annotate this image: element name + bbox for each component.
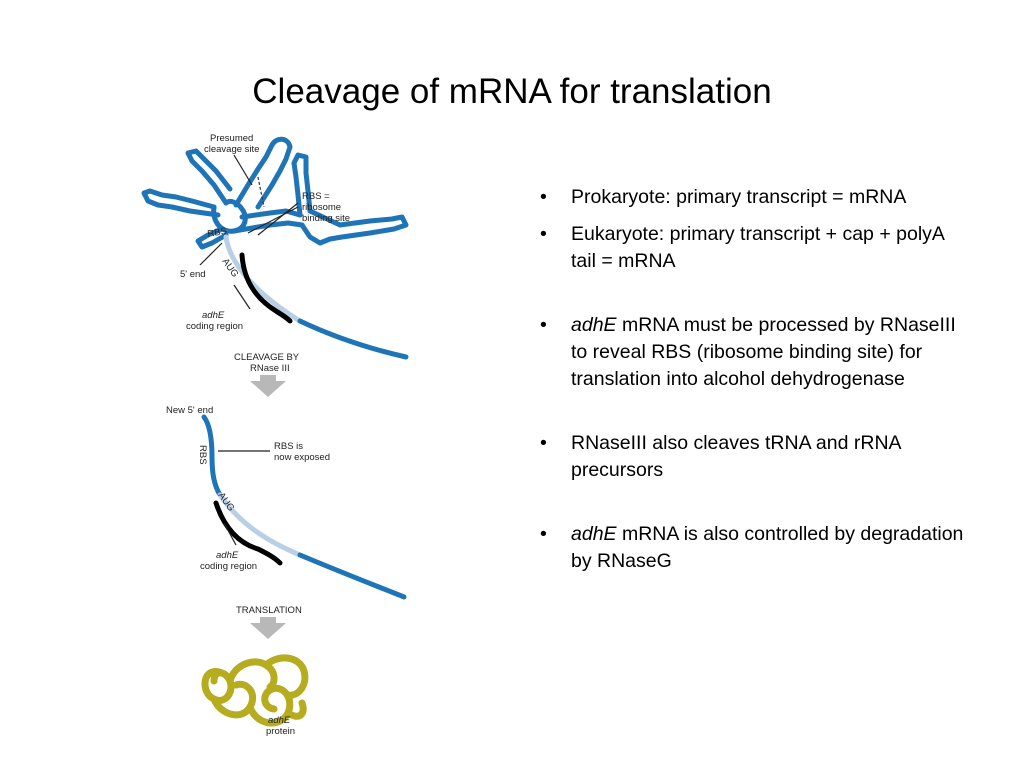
rna-cleavage-figure: Presumed cleavage site RBS = ribosome bi… (130, 125, 430, 755)
bullet-item: • Eukaryote: primary transcript + cap + … (540, 221, 970, 275)
svg-text:adhE: adhE (202, 310, 225, 321)
svg-text:ribosome: ribosome (302, 202, 341, 213)
bullet-italic-term: adhE (571, 523, 617, 545)
bullet-marker: • (540, 223, 547, 245)
svg-text:TRANSLATION: TRANSLATION (236, 605, 302, 616)
bullet-marker: • (540, 186, 547, 208)
bullet-marker: • (540, 314, 547, 336)
bullet-item: • RNaseIII also cleaves tRNA and rRNA pr… (540, 430, 970, 484)
rna-tail-top (297, 318, 409, 360)
svg-text:RNase III: RNase III (250, 363, 290, 374)
bullet-text: Prokaryote: primary transcript = mRNA (571, 186, 907, 208)
rbs-region-top (223, 234, 303, 324)
adhe-protein (201, 654, 309, 727)
svg-text:protein: protein (266, 726, 295, 737)
bullet-list: • Prokaryote: primary transcript = mRNA … (540, 184, 970, 575)
svg-text:coding region: coding region (186, 321, 243, 332)
svg-text:now exposed: now exposed (274, 452, 330, 463)
svg-text:adhE: adhE (268, 715, 291, 726)
bullet-text: mRNA is also controlled by degradation b… (571, 523, 964, 572)
bullet-text: Eukaryote: primary transcript + cap + po… (571, 223, 944, 272)
figure-labels-bottom: adhE protein (266, 715, 295, 737)
svg-text:coding region: coding region (200, 561, 257, 572)
svg-text:New 5' end: New 5' end (166, 405, 213, 416)
svg-text:Presumed: Presumed (210, 133, 253, 144)
stem-loop-structure (141, 136, 409, 250)
svg-text:RBS: RBS (207, 226, 228, 240)
bullet-text: RNaseIII also cleaves tRNA and rRNA prec… (571, 432, 901, 481)
svg-text:AUG: AUG (220, 256, 241, 279)
slide-title: Cleavage of mRNA for translation (252, 72, 772, 111)
rna-cleavage-diagram: Presumed cleavage site RBS = ribosome bi… (141, 133, 409, 737)
bullet-item: • Prokaryote: primary transcript = mRNA (540, 184, 970, 211)
pointer-lines-mid (218, 450, 270, 546)
svg-text:5' end: 5' end (180, 269, 206, 280)
svg-text:RBS: RBS (197, 445, 208, 465)
bullet-marker: • (540, 523, 547, 545)
translation-arrow: TRANSLATION (236, 605, 302, 639)
coding-region-top (239, 252, 293, 324)
cleavage-site-line (257, 176, 265, 208)
bullet-italic-term: adhE (571, 314, 617, 336)
svg-text:binding site: binding site (302, 213, 350, 224)
svg-text:CLEAVAGE BY: CLEAVAGE BY (234, 352, 300, 363)
svg-text:adhE: adhE (216, 550, 239, 561)
pointer-lines-top (199, 154, 299, 310)
bullet-item: • adhE mRNA must be processed by RNaseII… (540, 312, 970, 393)
bullet-item: • adhE mRNA is also controlled by degrad… (540, 521, 970, 575)
bullet-marker: • (540, 432, 547, 454)
svg-text:RBS is: RBS is (274, 441, 303, 452)
svg-text:RBS =: RBS = (302, 191, 330, 202)
cleaved-mrna (201, 414, 407, 600)
cleavage-arrow: CLEAVAGE BY RNase III (234, 352, 300, 397)
svg-text:cleavage site: cleavage site (204, 144, 259, 155)
bullet-text: mRNA must be processed by RNaseIII to re… (571, 314, 956, 390)
